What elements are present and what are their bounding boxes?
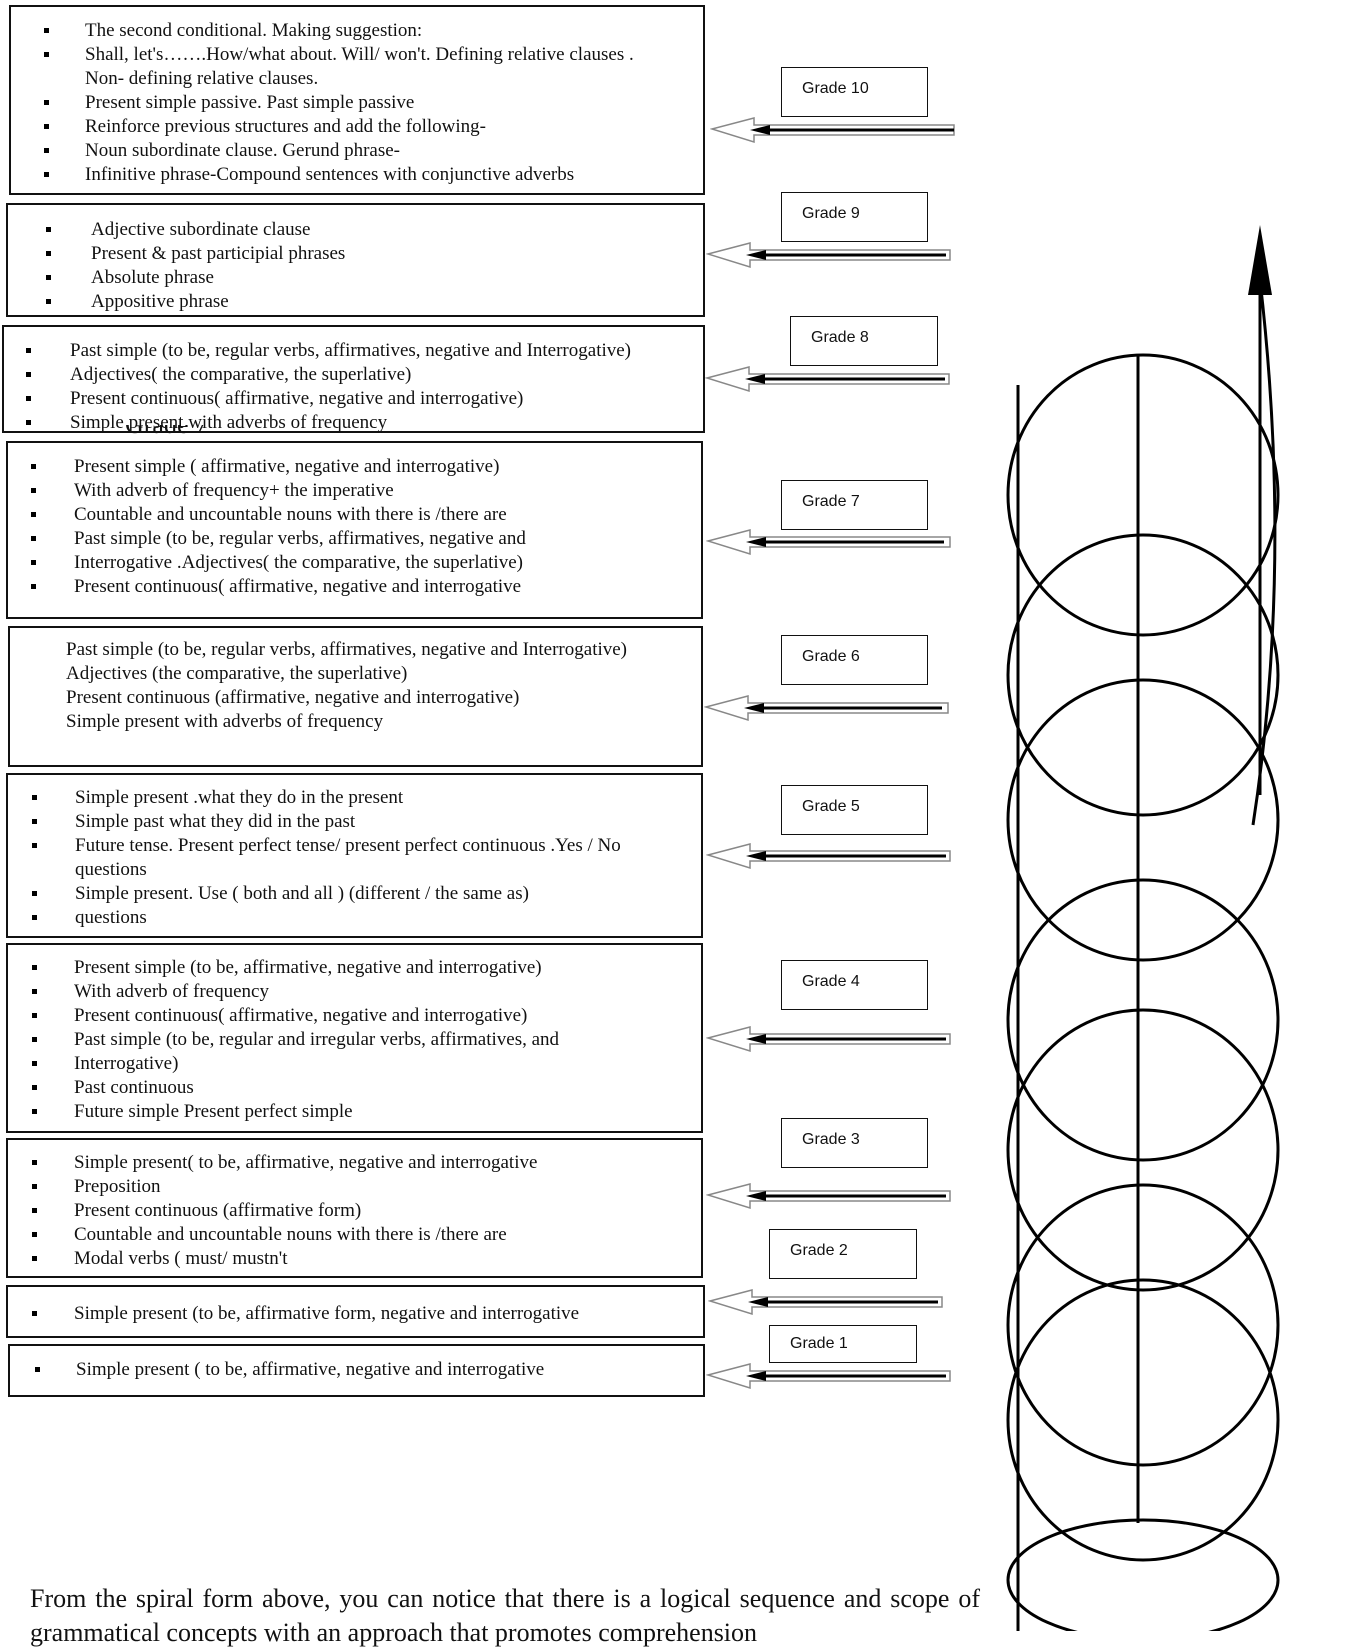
grammar-item: Non- defining relative clauses. <box>85 68 319 89</box>
grammar-item: Reinforce previous structures and add th… <box>11 115 703 139</box>
grammar-item: Simple past what they did in the past <box>8 810 701 834</box>
grade-8-arrow <box>705 366 950 393</box>
grammar-item: Present continuous (affirmative form) <box>8 1199 701 1223</box>
grade-10-label: Grade 10 <box>781 67 928 117</box>
grammar-item: With adverb of frequency <box>8 980 701 1004</box>
grammar-item: Noun subordinate clause. Gerund phrase- <box>11 139 703 163</box>
spiral-ring <box>1006 1278 1280 1562</box>
grade-10-box: The second conditional. Making suggestio… <box>9 5 705 195</box>
grammar-item: Future simple Present perfect simple <box>8 1100 701 1124</box>
grammar-item: questions <box>8 906 701 930</box>
overlapping-grade-heading: Grade 7 <box>125 425 245 441</box>
grammar-item: Present simple passive. Past simple pass… <box>11 91 703 115</box>
grade-7-arrow <box>706 529 951 556</box>
grade-7-box: Present simple ( affirmative, negative a… <box>6 441 703 619</box>
grammar-item: Adjectives (the comparative, the superla… <box>66 663 408 684</box>
grade-9-label: Grade 9 <box>781 192 928 242</box>
spiral-diagram <box>1006 225 1280 1631</box>
grade-2-label: Grade 2 <box>769 1229 917 1279</box>
grade-10-arrow <box>710 117 955 144</box>
grammar-item: Modal verbs ( must/ mustn't <box>8 1247 701 1271</box>
conclusion-paragraph: From the spiral form above, you can noti… <box>30 1584 980 1647</box>
grade-4-label: Grade 4 <box>781 960 928 1010</box>
grammar-item: Interrogative .Adjectives( the comparati… <box>8 551 701 575</box>
grammar-item: Adjective subordinate clause <box>8 218 703 242</box>
grade-8-label: Grade 8 <box>790 316 938 366</box>
grammar-item: Infinitive phrase-Compound sentences wit… <box>11 163 703 187</box>
grade-7-label: Grade 7 <box>781 480 928 530</box>
grammar-item: Past simple (to be, regular verbs, affir… <box>8 527 701 551</box>
spiral-up-arrowhead <box>1248 225 1272 295</box>
grammar-item: Simple present ( to be, affirmative, neg… <box>10 1358 703 1382</box>
grammar-item: Future tense. Present perfect tense/ pre… <box>8 834 701 882</box>
grade-6-arrow <box>704 695 949 722</box>
grammar-item: Adjectives( the comparative, the superla… <box>4 363 703 387</box>
grammar-item: Present continuous( affirmative, negativ… <box>8 575 701 599</box>
grade-5-arrow <box>706 843 951 870</box>
grade-8-box: Past simple (to be, regular verbs, affir… <box>2 325 705 433</box>
grammar-item: Simple present. Use ( both and all ) (di… <box>8 882 701 906</box>
grammar-item: Past simple (to be, regular verbs, affir… <box>66 639 628 660</box>
grammar-item: The second conditional. Making suggestio… <box>11 19 703 43</box>
grade-5-label: Grade 5 <box>781 785 928 835</box>
grade-4-box: Present simple (to be, affirmative, nega… <box>6 943 703 1133</box>
grammar-item: Present continuous( affirmative, negativ… <box>8 1004 701 1028</box>
grammar-item: Past simple (to be, regular and irregula… <box>8 1028 701 1052</box>
grade-3-box: Simple present( to be, affirmative, nega… <box>6 1138 703 1278</box>
grade-5-box: Simple present .what they do in the pres… <box>6 773 703 938</box>
grammar-item: Simple present( to be, affirmative, nega… <box>8 1151 701 1175</box>
grammar-item: Present simple (to be, affirmative, nega… <box>8 956 701 980</box>
grammar-item: Simple present (to be, affirmative form,… <box>8 1302 703 1326</box>
grade-6-label: Grade 6 <box>781 635 928 685</box>
grade-3-label: Grade 3 <box>781 1118 928 1168</box>
grade-2-arrow <box>708 1289 943 1316</box>
grammar-item: Past simple (to be, regular verbs, affir… <box>4 339 703 363</box>
grammar-item: Shall, let's…….How/what about. Will/ won… <box>11 43 703 67</box>
spiral-ring <box>1006 533 1280 817</box>
grade-1-label: Grade 1 <box>769 1325 917 1363</box>
grade-1-box: Simple present ( to be, affirmative, neg… <box>8 1344 705 1397</box>
grade-9-arrow <box>706 242 951 269</box>
spiral-ring <box>1006 678 1280 962</box>
grammar-item: Present continuous( affirmative, negativ… <box>4 387 703 411</box>
grammar-item: Countable and uncountable nouns with the… <box>8 1223 701 1247</box>
spiral-ring <box>1006 1183 1280 1467</box>
grade-3-arrow <box>706 1183 951 1210</box>
grade-4-arrow <box>706 1026 951 1053</box>
grade-1-arrow <box>706 1363 951 1390</box>
grammar-item: Absolute phrase <box>8 266 703 290</box>
grammar-item: Simple present with adverbs of frequency <box>4 411 703 431</box>
spiral-ring <box>1006 1008 1280 1292</box>
grammar-item: Present & past participial phrases <box>8 242 703 266</box>
grammar-item: Countable and uncountable nouns with the… <box>8 503 701 527</box>
grade-6-box: Past simple (to be, regular verbs, affir… <box>8 626 703 767</box>
grammar-item: Interrogative) <box>8 1052 701 1076</box>
spiral-ring <box>1006 1518 1280 1631</box>
spiral-ring <box>1006 353 1280 637</box>
grammar-item: Simple present .what they do in the pres… <box>8 786 701 810</box>
grammar-item: Preposition <box>8 1175 701 1199</box>
grade-2-box: Simple present (to be, affirmative form,… <box>6 1285 705 1338</box>
grammar-item: Present continuous (affirmative, negativ… <box>66 687 520 708</box>
grammar-item: With adverb of frequency+ the imperative <box>8 479 701 503</box>
spiral-rising-curve <box>1251 279 1277 826</box>
grammar-item: Simple present with adverbs of frequency <box>66 711 384 732</box>
grammar-item: Present simple ( affirmative, negative a… <box>8 455 701 479</box>
grammar-item: Appositive phrase <box>8 290 703 314</box>
grammar-item: Past continuous <box>8 1076 701 1100</box>
spiral-ring <box>1006 878 1280 1162</box>
